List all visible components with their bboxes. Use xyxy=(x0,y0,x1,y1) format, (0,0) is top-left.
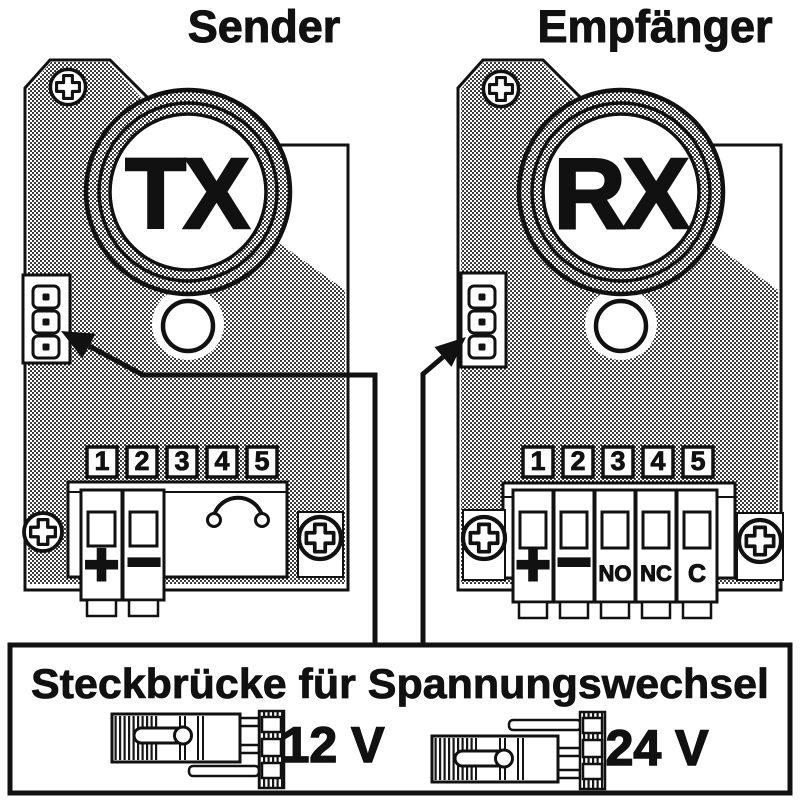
mounting-screw-icon xyxy=(22,511,64,553)
jumper-panel-title: Steckbrücke für Spannungswechsel xyxy=(31,660,769,707)
terminal-clamp: + xyxy=(511,488,555,620)
wire-bridge xyxy=(206,495,270,528)
voltage-label: 12 V xyxy=(282,717,386,773)
receiver-board: Empfänger RX 1 2 3 4 5 xyxy=(456,1,784,620)
terminal-foot xyxy=(599,600,631,620)
terminal-label: C xyxy=(688,560,706,588)
free-pin xyxy=(187,764,261,778)
terminal-foot xyxy=(558,600,590,620)
tx-lens-label: TX xyxy=(125,138,249,250)
terminal-number: 3 xyxy=(610,446,625,476)
header-pins xyxy=(31,284,61,360)
terminal-number: 5 xyxy=(254,446,269,476)
terminal-number: 3 xyxy=(174,446,189,476)
terminal-number: 2 xyxy=(134,446,149,476)
terminal-clamp: NC xyxy=(634,488,678,620)
jumper-figure-24v xyxy=(430,710,607,791)
sender-terminal-block: + − xyxy=(66,480,289,618)
cable-hole xyxy=(160,298,216,354)
terminal-number: 1 xyxy=(94,446,109,476)
arrowhead-icon xyxy=(61,331,96,359)
terminal-number: 4 xyxy=(650,446,665,476)
mounting-screw-icon xyxy=(299,517,341,559)
terminal-foot xyxy=(127,598,160,618)
jumper-figure-12v xyxy=(110,709,286,790)
terminal-label: + xyxy=(515,531,550,598)
rx-lens: RX xyxy=(516,87,726,297)
terminal-label: NO xyxy=(599,561,632,586)
sender-terminal-numbers: 1 2 3 4 5 xyxy=(85,445,279,479)
terminal-label: + xyxy=(84,531,119,598)
terminal-clamp: C xyxy=(675,488,719,620)
cable-hole xyxy=(593,298,649,354)
rx-lens-label: RX xyxy=(554,138,689,250)
mounting-screw-icon xyxy=(463,517,505,559)
tx-lens: TX xyxy=(83,87,293,297)
sender-title: Sender xyxy=(188,1,341,52)
terminal-foot xyxy=(681,600,713,620)
voltage-label: 24 V xyxy=(606,720,710,776)
terminal-number: 5 xyxy=(690,446,705,476)
terminal-clamp: + xyxy=(79,488,124,618)
header-pins xyxy=(467,284,497,360)
terminal-number: 1 xyxy=(530,446,545,476)
receiver-terminal-numbers: 1 2 3 4 5 xyxy=(521,445,715,479)
jumper-location-arrows xyxy=(61,331,466,646)
terminal-clamp: − xyxy=(552,488,596,620)
jumper-panel: Steckbrücke für Spannungswechsel 12 V xyxy=(7,642,793,796)
terminal-foot xyxy=(640,600,672,620)
terminal-clamp: − xyxy=(121,488,166,618)
terminal-clamp: NO xyxy=(593,488,637,620)
mounting-screw-icon xyxy=(48,67,88,107)
mounting-screw-icon xyxy=(481,69,521,109)
terminal-foot xyxy=(517,600,549,620)
arrowhead-icon xyxy=(434,337,466,367)
receiver-title: Empfänger xyxy=(537,1,772,52)
terminal-foot xyxy=(85,598,118,618)
terminal-label: − xyxy=(126,528,161,595)
free-pin xyxy=(507,718,583,732)
terminal-label: − xyxy=(556,528,591,595)
terminal-number: 2 xyxy=(570,446,585,476)
receiver-terminal-block: + − NO NC xyxy=(501,481,737,620)
jumper-location-arrow xyxy=(420,355,445,646)
sender-board: Sender TX 1 2 3 4 5 xyxy=(21,1,350,618)
jumper-location-arrow xyxy=(87,343,378,646)
terminal-label: NC xyxy=(640,561,672,586)
terminal-number: 4 xyxy=(214,446,229,476)
mounting-screw-icon xyxy=(739,520,781,562)
